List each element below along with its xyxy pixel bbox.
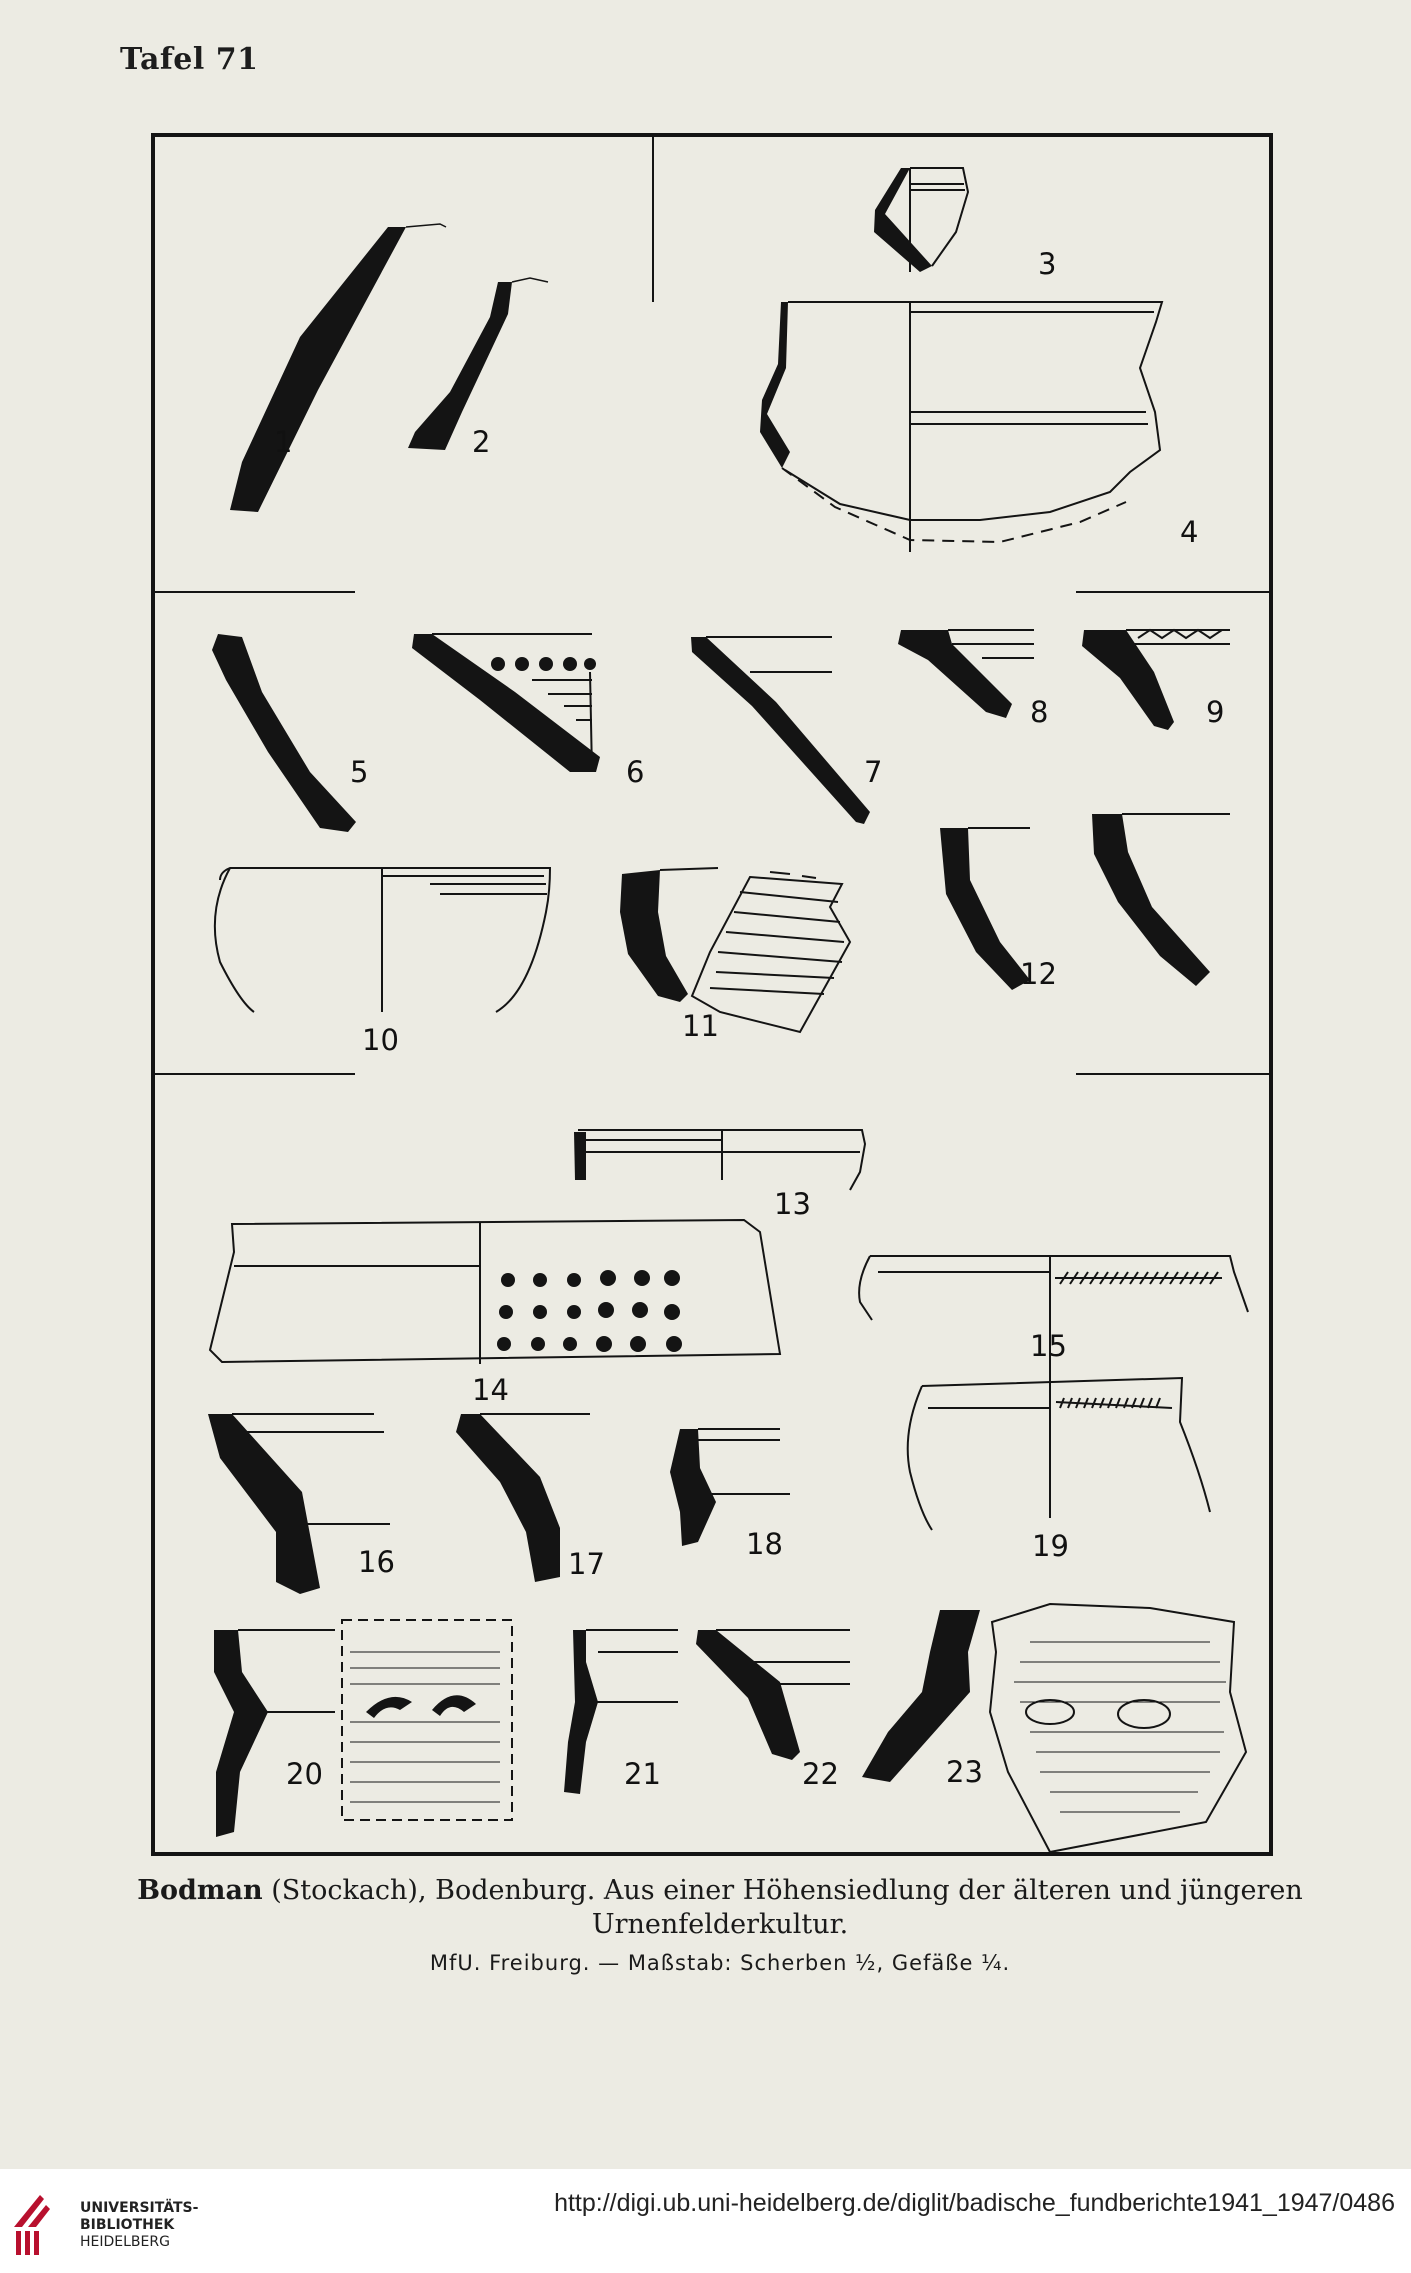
caption-title-rest: (Stockach), Bodenburg. Aus einer Höhensi… — [262, 1875, 1303, 1906]
plate-frame — [151, 133, 1273, 1856]
figure-number-7: 7 — [864, 755, 882, 789]
sherd-20 — [214, 1630, 268, 1837]
figure-number-15: 15 — [1030, 1329, 1067, 1363]
vessel-10 — [213, 867, 552, 1013]
sherd-3-section — [909, 167, 970, 272]
vessel-13-profile — [574, 1132, 586, 1180]
figure-number-6: 6 — [626, 755, 644, 789]
sherd-23 — [862, 1610, 980, 1782]
plate-figure: 1 2 3 4 5 6 7 8 9 10 11 12 13 14 15 16 1… — [150, 132, 1274, 1857]
figure-number-3: 3 — [1038, 247, 1056, 281]
figure-number-1: 1 — [274, 425, 292, 459]
source-url[interactable]: http://digi.ub.uni-heidelberg.de/diglit/… — [554, 2189, 1395, 2217]
sherd-18 — [670, 1429, 716, 1546]
sherd-23-fragment — [988, 1602, 1248, 1854]
plate-caption: Bodman (Stockach), Bodenburg. Aus einer … — [120, 1874, 1320, 1942]
vessel-14 — [208, 1218, 782, 1364]
sherd-22 — [696, 1630, 800, 1760]
sherd-21 — [564, 1630, 598, 1794]
sherd-20-section — [238, 1619, 513, 1821]
sherd-8 — [898, 630, 1012, 718]
sherd-1 — [230, 227, 406, 512]
sherd-20-marks — [366, 1695, 476, 1718]
sherd-7 — [691, 637, 870, 824]
caption-source-scale: MfU. Freiburg. — Maßstab: Scherben ½, Ge… — [429, 1951, 1011, 1975]
library-name-line-3: HEIDELBERG — [80, 2234, 170, 2250]
sherd-5 — [212, 634, 356, 832]
figure-number-13: 13 — [774, 1187, 811, 1221]
figure-number-10: 10 — [362, 1023, 399, 1057]
figure-number-12: 12 — [1020, 957, 1057, 991]
sherd-11-section — [659, 867, 852, 1034]
figure-number-20: 20 — [286, 1757, 323, 1791]
plate-label: Tafel 71 — [120, 42, 259, 77]
sherd-11 — [620, 870, 688, 1002]
figure-number-21: 21 — [624, 1757, 661, 1791]
footer-bar: UNIVERSITÄTS- BIBLIOTHEK HEIDELBERG http… — [0, 2169, 1411, 2273]
vessel-4 — [781, 301, 1164, 552]
sherd-17 — [456, 1414, 560, 1582]
library-logo-icon — [10, 2187, 70, 2263]
figure-number-5: 5 — [350, 755, 368, 789]
figure-number-22: 22 — [802, 1757, 839, 1791]
caption-title-bold: Bodman — [137, 1875, 263, 1906]
library-name-line-2: BIBLIOTHEK — [80, 2217, 175, 2233]
figure-number-19: 19 — [1032, 1529, 1069, 1563]
vessel-13 — [578, 1129, 867, 1191]
sherd-2 — [408, 282, 512, 450]
caption-line-2: Urnenfelderkultur. — [591, 1909, 849, 1940]
sherd-6 — [412, 634, 600, 772]
figure-number-18: 18 — [746, 1527, 783, 1561]
figure-number-2: 2 — [472, 425, 490, 459]
vessel-19 — [906, 1376, 1211, 1531]
sherd-12b — [1092, 814, 1210, 986]
vessel-4-profile — [760, 302, 790, 468]
figure-numbers: 1 2 3 4 5 6 7 8 9 10 11 12 13 14 15 16 1… — [274, 247, 1224, 1791]
figure-number-9: 9 — [1206, 695, 1224, 729]
sherd-3 — [874, 168, 932, 272]
library-name-line-1: UNIVERSITÄTS- — [80, 2200, 199, 2216]
sherd-6-dots — [491, 657, 596, 671]
figure-number-8: 8 — [1030, 695, 1048, 729]
figure-number-23: 23 — [946, 1755, 983, 1789]
figure-number-16: 16 — [358, 1545, 395, 1579]
panel-dividers — [153, 135, 1271, 1075]
figure-number-11: 11 — [682, 1009, 719, 1043]
sherd-9 — [1082, 630, 1174, 730]
figure-number-14: 14 — [472, 1373, 509, 1407]
sherd-16 — [208, 1414, 320, 1594]
figure-number-17: 17 — [568, 1547, 605, 1581]
sherd-12a — [940, 828, 1030, 990]
figure-number-4: 4 — [1180, 515, 1198, 549]
library-name: UNIVERSITÄTS- BIBLIOTHEK HEIDELBERG — [80, 2200, 198, 2251]
vessel-14-decoration — [497, 1270, 682, 1352]
